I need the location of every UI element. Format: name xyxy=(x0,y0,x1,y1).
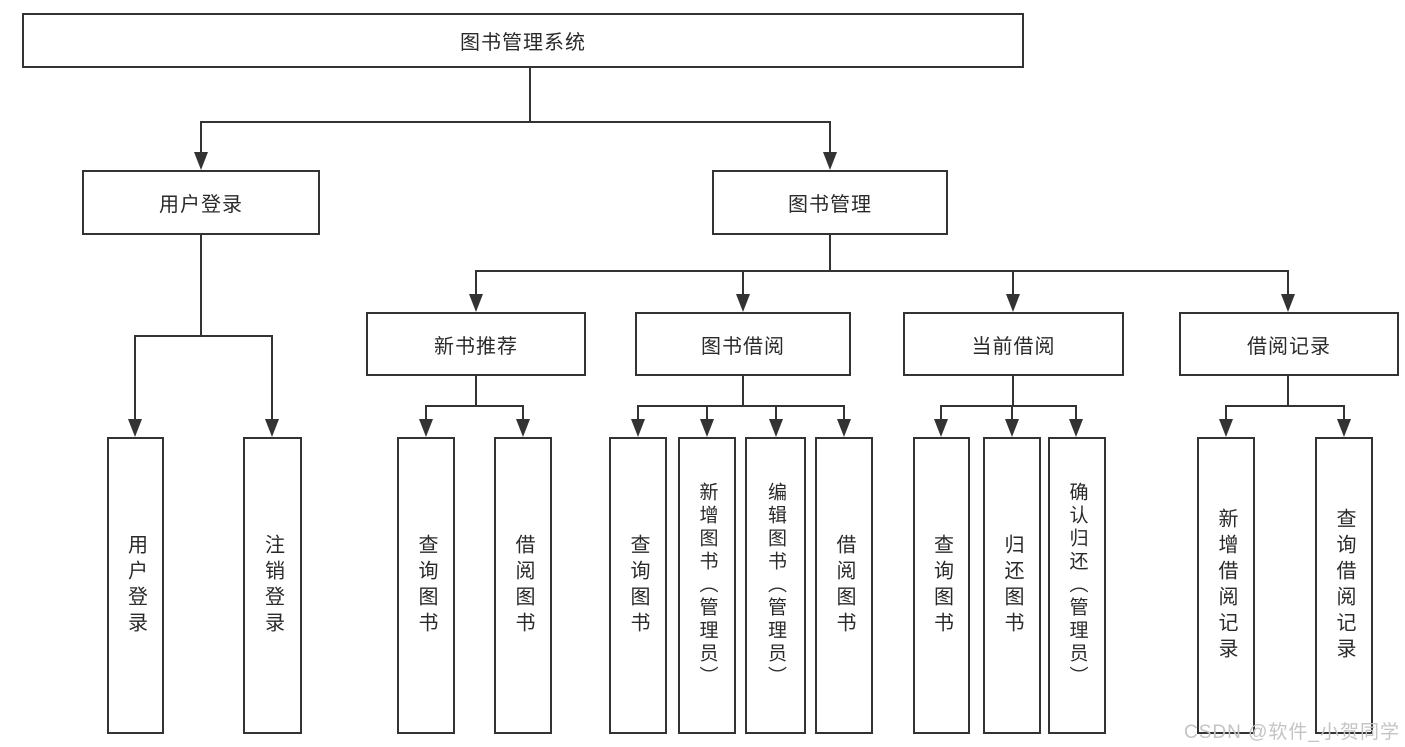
leaf-borrow-books-1: 借阅图书 xyxy=(494,437,552,734)
node-current-borrow: 当前借阅 xyxy=(903,312,1124,376)
edge-drop-borrow-books-1 xyxy=(522,405,524,421)
node-new-book-recommend: 新书推荐 xyxy=(366,312,586,376)
leaf-borrow-books-2: 借阅图书 xyxy=(815,437,873,734)
leaf-query-borrow-record-label: 查询借阅记录 xyxy=(1333,507,1355,664)
edge-root-bus xyxy=(200,121,831,123)
node-borrow-records: 借阅记录 xyxy=(1179,312,1399,376)
edge-borrow-records-bus xyxy=(1225,405,1345,407)
arrowhead-edit-book xyxy=(769,419,783,437)
edge-drop-return-books xyxy=(1011,405,1013,421)
leaf-query-books-1: 查询图书 xyxy=(397,437,455,734)
edge-drop-query-borrow-record xyxy=(1343,405,1345,421)
edge-drop-borrow-records xyxy=(1287,270,1289,296)
leaf-edit-book-admin: 编辑图书（管理员） xyxy=(745,437,806,734)
edge-drop-confirm-return xyxy=(1075,405,1077,421)
arrowhead-query-books-3 xyxy=(934,419,948,437)
node-book-management-label: 图书管理 xyxy=(788,194,872,216)
arrowhead-leaf-logout xyxy=(265,419,279,437)
watermark: CSDN @软件_小贺同学 xyxy=(1184,722,1400,743)
arrowhead-add-borrow-record xyxy=(1219,419,1233,437)
node-new-book-recommend-label: 新书推荐 xyxy=(434,335,518,358)
arrowhead-query-borrow-record xyxy=(1337,419,1351,437)
arrowhead-query-books-2 xyxy=(631,419,645,437)
edge-drop-edit-book xyxy=(775,405,777,421)
edge-new-book-stem xyxy=(475,375,477,407)
leaf-query-books-2: 查询图书 xyxy=(609,437,667,734)
node-book-management: 图书管理 xyxy=(712,170,948,235)
edge-drop-borrow-books-2 xyxy=(843,405,845,421)
arrowhead-borrow-records xyxy=(1281,294,1295,312)
edge-drop-query-books-3 xyxy=(940,405,942,421)
arrowhead-book-management xyxy=(823,152,837,170)
edge-new-book-bus xyxy=(425,405,524,407)
leaf-query-books-1-label: 查询图书 xyxy=(415,533,437,638)
leaf-add-book-admin-label: 新增图书（管理员） xyxy=(696,482,718,689)
leaf-logout-label: 注销登录 xyxy=(261,533,284,638)
arrowhead-confirm-return xyxy=(1069,419,1083,437)
leaf-borrow-books-2-label: 借阅图书 xyxy=(833,533,855,638)
edge-book-borrow-stem xyxy=(742,375,744,407)
arrowhead-borrow-books-2 xyxy=(837,419,851,437)
edge-drop-add-book xyxy=(706,405,708,421)
arrowhead-borrow-books-1 xyxy=(516,419,530,437)
arrowhead-current-borrow xyxy=(1006,294,1020,312)
edge-drop-query-books-1 xyxy=(425,405,427,421)
edge-book-borrow-bus xyxy=(637,405,845,407)
edge-current-borrow-stem xyxy=(1012,375,1014,407)
leaf-query-books-2-label: 查询图书 xyxy=(627,533,649,638)
leaf-query-borrow-record: 查询借阅记录 xyxy=(1315,437,1373,734)
node-current-borrow-label: 当前借阅 xyxy=(971,335,1056,358)
edge-drop-leaf-user-login xyxy=(134,335,136,422)
leaf-return-books-label: 归还图书 xyxy=(1001,533,1023,638)
leaf-confirm-return-admin-label: 确认归还（管理员） xyxy=(1066,482,1088,689)
leaf-add-book-admin: 新增图书（管理员） xyxy=(678,437,736,734)
leaf-edit-book-admin-label: 编辑图书（管理员） xyxy=(765,482,786,689)
node-book-borrow: 图书借阅 xyxy=(635,312,851,376)
node-user-login: 用户登录 xyxy=(82,170,320,235)
edge-book-management-bus xyxy=(475,270,1289,272)
arrowhead-leaf-user-login xyxy=(128,419,142,437)
edge-drop-add-borrow-record xyxy=(1225,405,1227,421)
arrowhead-new-book xyxy=(469,294,483,312)
edge-drop-book-borrow xyxy=(742,270,744,296)
arrowhead-book-borrow xyxy=(736,294,750,312)
edge-book-management-stem xyxy=(829,234,831,272)
edge-user-login-stem xyxy=(200,234,202,337)
leaf-user-login-label: 用户登录 xyxy=(124,533,147,638)
leaf-borrow-books-1-label: 借阅图书 xyxy=(512,533,534,638)
node-library-system: 图书管理系统 xyxy=(22,13,1024,68)
leaf-query-books-3-label: 查询图书 xyxy=(930,533,953,638)
leaf-add-borrow-record: 新增借阅记录 xyxy=(1197,437,1255,734)
leaf-add-borrow-record-label: 新增借阅记录 xyxy=(1215,507,1237,664)
edge-root-stem xyxy=(529,68,531,123)
node-book-borrow-label: 图书借阅 xyxy=(701,335,785,358)
edge-drop-query-books-2 xyxy=(637,405,639,421)
edge-drop-book-management xyxy=(829,121,831,154)
arrowhead-user-login xyxy=(194,152,208,170)
node-borrow-records-label: 借阅记录 xyxy=(1247,335,1331,358)
edge-drop-leaf-logout xyxy=(271,335,273,422)
edge-drop-user-login xyxy=(200,121,202,154)
arrowhead-return-books xyxy=(1005,419,1019,437)
edge-drop-current-borrow xyxy=(1012,270,1014,296)
edge-drop-new-book xyxy=(475,270,477,296)
leaf-user-login: 用户登录 xyxy=(107,437,164,734)
node-user-login-label: 用户登录 xyxy=(159,194,243,216)
leaf-logout: 注销登录 xyxy=(243,437,302,734)
leaf-return-books: 归还图书 xyxy=(983,437,1041,734)
arrowhead-add-book xyxy=(700,419,714,437)
leaf-query-books-3: 查询图书 xyxy=(913,437,970,734)
edge-borrow-records-stem xyxy=(1287,375,1289,407)
node-library-system-label: 图书管理系统 xyxy=(460,32,586,54)
edge-current-borrow-bus xyxy=(940,405,1077,407)
arrowhead-query-books-1 xyxy=(419,419,433,437)
leaf-confirm-return-admin: 确认归还（管理员） xyxy=(1048,437,1106,734)
edge-user-login-bus xyxy=(134,335,273,337)
